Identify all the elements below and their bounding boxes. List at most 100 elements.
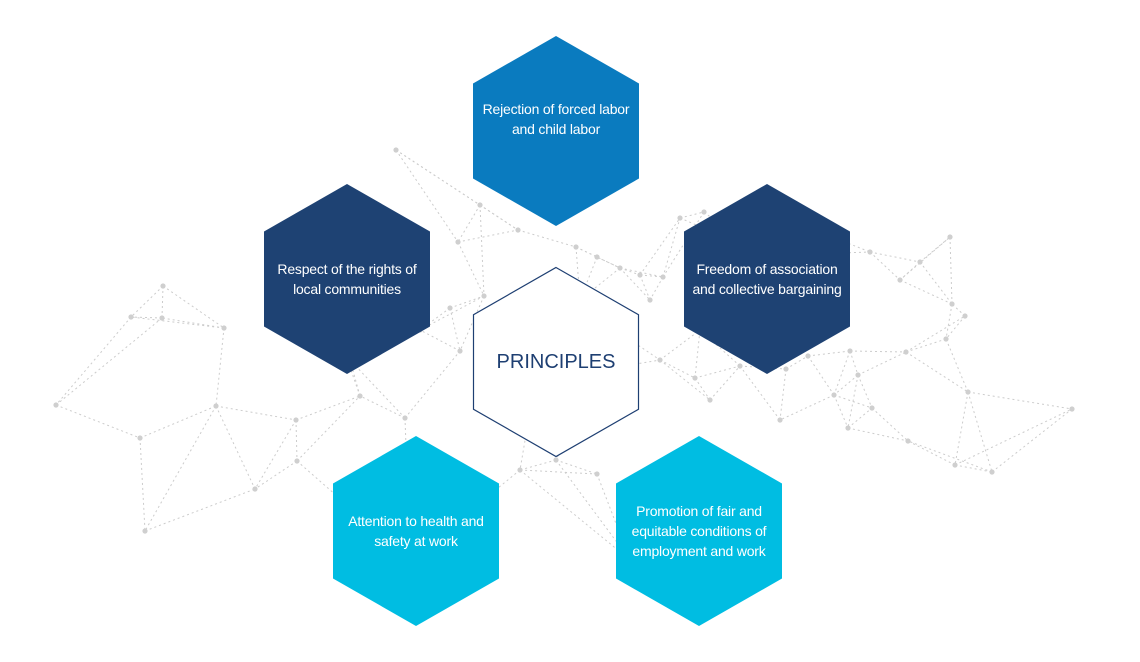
- principle-hexagon-local-communities: Respect of the rights of local communiti…: [264, 184, 430, 374]
- hexagon-shape: [264, 184, 430, 374]
- network-line: [459, 295, 485, 352]
- principle-label: Promotion of fair and equitable conditio…: [631, 503, 767, 559]
- network-node: [128, 314, 134, 320]
- network-line: [555, 459, 631, 561]
- network-line: [779, 394, 835, 421]
- network-node: [855, 372, 861, 378]
- network-node: [393, 147, 399, 153]
- network-line: [785, 355, 809, 370]
- network-line: [871, 407, 909, 442]
- network-line: [847, 407, 873, 429]
- network-node: [657, 357, 663, 363]
- network-node: [221, 325, 227, 331]
- network-line: [847, 374, 859, 429]
- network-node: [867, 249, 873, 255]
- network-line: [849, 350, 907, 353]
- network-line: [919, 261, 953, 305]
- principle-label: Attention to health and safety at work: [348, 513, 484, 549]
- network-node: [897, 277, 903, 283]
- network-line: [954, 408, 1073, 466]
- network-line: [144, 488, 256, 532]
- network-line: [659, 329, 701, 361]
- network-line: [639, 274, 664, 278]
- network-node: [677, 215, 683, 221]
- principle-label: Respect of the rights of local communiti…: [277, 261, 417, 297]
- network-line: [907, 440, 956, 466]
- network-line: [847, 427, 909, 442]
- network-line: [899, 279, 953, 305]
- network-line: [659, 359, 711, 401]
- network-node: [252, 486, 258, 492]
- network-node: [137, 435, 143, 441]
- network-line: [857, 351, 907, 376]
- network-line: [694, 377, 711, 401]
- principle-hexagon-freedom-association: Freedom of association and collective ba…: [684, 184, 850, 374]
- network-line: [869, 251, 901, 281]
- network-line: [517, 229, 577, 248]
- network-node: [402, 415, 408, 421]
- network-node: [159, 315, 165, 321]
- network-line: [349, 359, 406, 419]
- center-hexagon-principles: PRINCIPLES: [472, 266, 640, 458]
- network-line: [849, 350, 859, 376]
- network-line: [951, 303, 966, 317]
- network-line: [619, 267, 651, 301]
- network-node: [965, 389, 971, 395]
- network-node: [701, 209, 707, 215]
- network-node: [457, 348, 463, 354]
- network-node: [594, 471, 600, 477]
- network-line: [679, 211, 705, 219]
- network-line: [296, 395, 361, 462]
- network-line: [254, 460, 298, 490]
- network-line: [905, 338, 947, 353]
- network-line: [215, 405, 297, 421]
- network-node: [805, 353, 811, 359]
- network-line: [130, 316, 163, 319]
- network-line: [833, 394, 849, 429]
- network-line: [449, 307, 461, 352]
- hexagon-shape: [684, 184, 850, 374]
- network-line: [215, 405, 256, 490]
- network-node: [777, 417, 783, 423]
- network-line: [659, 359, 696, 379]
- network-node: [573, 244, 579, 250]
- network-line: [254, 419, 297, 490]
- network-line: [783, 251, 871, 256]
- network-line: [519, 469, 598, 475]
- network-node: [455, 239, 461, 245]
- network-node: [293, 417, 299, 423]
- hexagon-shape: [616, 436, 782, 626]
- network-node: [943, 336, 949, 342]
- network-line: [949, 236, 953, 305]
- network-node: [869, 405, 875, 411]
- principle-hexagon-forced-labor: Rejection of forced labor and child labo…: [473, 36, 639, 226]
- center-title: PRINCIPLES: [496, 351, 616, 373]
- principle-label: Freedom of association and collective ba…: [692, 261, 842, 297]
- network-node: [847, 348, 853, 354]
- network-node: [594, 254, 600, 260]
- network-line: [479, 204, 485, 297]
- network-node: [553, 457, 559, 463]
- network-line: [694, 329, 701, 379]
- network-node: [707, 397, 713, 403]
- network-node: [949, 301, 955, 307]
- principle-hexagon-health-safety: Attention to health and safety at work: [333, 436, 499, 626]
- network-line: [857, 374, 873, 409]
- network-node: [1069, 406, 1075, 412]
- network-line: [419, 295, 485, 331]
- network-node: [637, 272, 643, 278]
- network-line: [162, 285, 225, 329]
- network-line: [649, 276, 664, 301]
- network-line: [457, 204, 481, 243]
- network-line: [596, 256, 621, 269]
- hexagon-shape: [333, 436, 499, 626]
- network-line: [905, 315, 966, 353]
- network-node: [783, 366, 789, 372]
- network-node: [660, 274, 666, 280]
- network-line: [55, 316, 132, 406]
- network-line: [829, 235, 871, 253]
- network-node: [213, 403, 219, 409]
- network-line: [139, 437, 146, 532]
